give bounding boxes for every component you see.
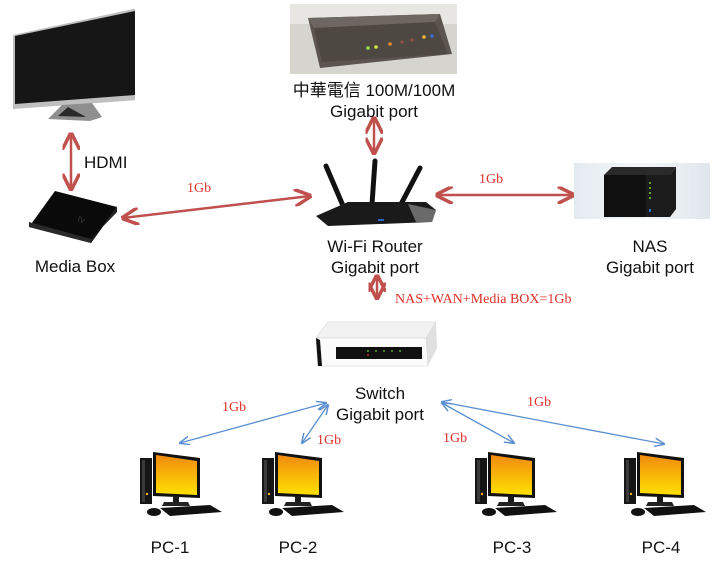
media-box-icon: tv bbox=[25, 189, 121, 244]
speed-label-router-switch: NAS+WAN+Media BOX=1Gb bbox=[395, 292, 572, 307]
modem-label: 中華電信 100M/100M Gigabit port bbox=[262, 80, 486, 122]
router-label: Wi-Fi Router Gigabit port bbox=[310, 236, 440, 278]
speed-label-switch-pc3: 1Gb bbox=[443, 431, 468, 446]
switch-label: Switch Gigabit port bbox=[320, 383, 440, 425]
network-switch-icon bbox=[315, 318, 438, 370]
router-port: Gigabit port bbox=[331, 258, 419, 277]
switch-port: Gigabit port bbox=[336, 405, 424, 424]
svg-text:tv: tv bbox=[76, 214, 87, 226]
modem-name: 中華電信 100M/100M bbox=[292, 81, 456, 100]
pc-label: PC-4 bbox=[641, 538, 681, 557]
speed-label-media-router: 1Gb bbox=[187, 181, 212, 196]
link-switch-pc1 bbox=[180, 403, 326, 443]
modem-icon bbox=[290, 4, 457, 74]
desktop-pc-icon bbox=[471, 450, 563, 523]
pc-label: PC-1 bbox=[150, 538, 190, 557]
speed-label-switch-pc4: 1Gb bbox=[527, 395, 552, 410]
modem-port: Gigabit port bbox=[330, 102, 418, 121]
desktop-pc-icon bbox=[258, 450, 350, 523]
nas-label: NAS Gigabit port bbox=[590, 236, 710, 278]
nas-name: NAS bbox=[632, 237, 668, 256]
hdmi-label: HDMI bbox=[84, 153, 128, 172]
wifi-router-icon bbox=[308, 158, 438, 230]
link-switch-pc2 bbox=[302, 405, 328, 443]
desktop-pc-icon bbox=[620, 450, 712, 523]
desktop-pc-icon bbox=[136, 450, 228, 523]
media-box-label: Media Box bbox=[34, 257, 116, 276]
nas-icon bbox=[574, 163, 710, 219]
switch-name: Switch bbox=[354, 384, 406, 403]
speed-label-switch-pc1: 1Gb bbox=[222, 400, 247, 415]
router-name: Wi-Fi Router bbox=[327, 237, 423, 256]
link-switch-pc4 bbox=[442, 402, 664, 444]
link-mediabox-router bbox=[123, 196, 310, 218]
pc-label: PC-2 bbox=[278, 538, 318, 557]
pc-label: PC-3 bbox=[492, 538, 532, 557]
nas-port: Gigabit port bbox=[606, 258, 694, 277]
monitor-icon bbox=[10, 5, 138, 123]
speed-label-router-nas: 1Gb bbox=[479, 172, 504, 187]
speed-label-switch-pc2: 1Gb bbox=[317, 433, 342, 448]
